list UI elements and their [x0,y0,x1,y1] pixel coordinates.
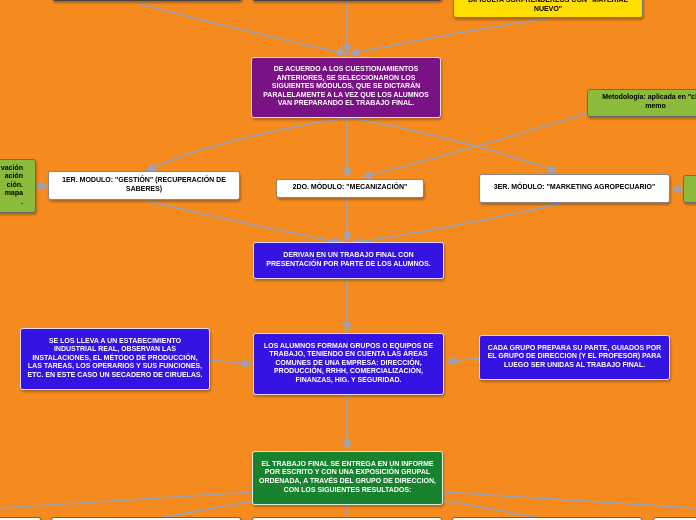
connector-delivery-bottom-far-left [0,491,253,509]
left-partial-text: vación ación ción. mapa . [0,164,23,206]
bottom-partial-node-4[interactable] [452,517,642,520]
left-partial-node[interactable]: vación ación ción. mapa . [0,159,36,213]
visit-text: SE LOS LLEVA A UN ESTABECIMIENTO INDUSTR… [27,337,203,379]
top-partial-node-left[interactable] [52,0,242,1]
module3-text: 3ER. MÓDULO: "MARKETING AGROPECUARIO" [493,184,656,192]
top-yellow-node[interactable]: DIFICULTA SORPRENDERLOS CON "MATERIAL NU… [453,0,643,18]
top-partial-node-center[interactable] [252,0,442,1]
bottom-partial-node-2[interactable] [51,517,241,520]
groups-node[interactable]: LOS ALUMNOS FORMAN GRUPOS O EQUIPOS DE T… [253,333,444,395]
methodology-text: Metodología: aplicada en "clase memo [602,94,696,110]
bottom-partial-node-3[interactable] [252,517,442,520]
each-group-node[interactable]: CADA GRUPO PREPARA SU PARTE, GUIADOS POR… [479,335,670,380]
delivery-node[interactable]: EL TRABAJO FINAL SE ENTREGA EN UN INFORM… [252,451,443,505]
connector-module1-final [145,200,344,246]
module2-node[interactable]: 2DO. MÓDULO: "MECANIZACIÓN" [276,179,424,198]
final-work-node[interactable]: DERIVAN EN UN TRABAJO FINAL CON PRESENTA… [253,242,444,279]
connector-visit-groups [209,358,253,368]
module3-node[interactable]: 3ER. MÓDULO: "MARKETING AGROPECUARIO" [479,174,670,203]
module2-text: 2DO. MÓDULO: "MECANIZACIÓN" [292,184,408,192]
visit-node[interactable]: SE LOS LLEVA A UN ESTABECIMIENTO INDUSTR… [20,328,210,390]
connector-top-right [348,17,549,57]
each-group-text: CADA GRUPO PREPARA SU PARTE, GUIADOS POR… [487,344,662,369]
bottom-partial-node-1[interactable] [0,517,41,520]
bottom-partial-node-5[interactable] [653,517,696,520]
modules-intro-text: DE ACUERDO A LOS CUESTIONAMIENTOS ANTERI… [263,66,429,108]
connector-delivery-bottom-far-right [441,491,696,509]
final-work-text: DERIVAN EN UN TRABAJO FINAL CON PRESENTA… [266,251,431,268]
connector-intro-module1 [145,117,346,172]
connector-module3-final [350,203,561,247]
delivery-text: EL TRABAJO FINAL SE ENTREGA EN UN INFORM… [259,460,436,494]
connector-intro-module3 [349,117,559,174]
module1-text: 1ER. MODULO: "GESTIÓN" (RECUPERACIÓN DE … [62,176,226,193]
groups-text: LOS ALUMNOS FORMAN GRUPOS O EQUIPOS DE T… [263,342,434,384]
connector-top-left [139,3,348,57]
methodology-node[interactable]: Metodología: aplicada en "clase memo [587,89,696,117]
right-partial-node[interactable] [683,175,696,203]
connector-eachgroup-groups [445,356,480,366]
top-yellow-node-text: DIFICULTA SORPRENDERLOS CON "MATERIAL NU… [468,0,628,13]
connector-methodology-module2 [361,111,591,180]
modules-intro-node[interactable]: DE ACUERDO A LOS CUESTIONAMIENTOS ANTERI… [251,57,441,118]
module1-node[interactable]: 1ER. MODULO: "GESTIÓN" (RECUPERACIÓN DE … [48,171,240,200]
